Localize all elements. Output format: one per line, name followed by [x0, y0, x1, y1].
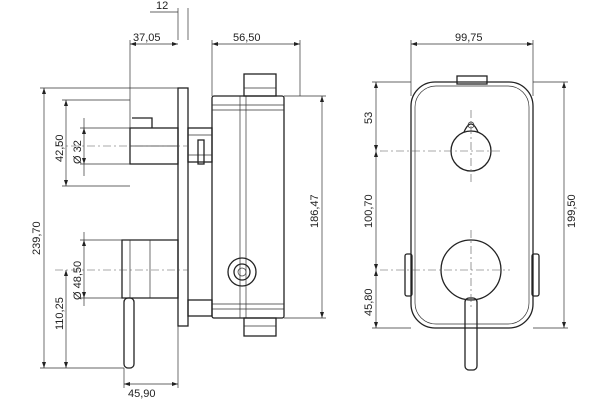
dim-body-depth: 56,50 [233, 32, 261, 44]
dim-bottom-depth: 45,90 [128, 388, 156, 400]
dim-center-spacing: 100,70 [363, 194, 375, 228]
body-outlet-icon [227, 257, 257, 287]
mixer-lever-front [464, 297, 478, 371]
dim-top-gap: 53 [363, 112, 375, 124]
dim-front-height: 199,50 [566, 194, 578, 228]
mixer-handle [121, 239, 179, 299]
dim-handle-dia: Ø 48,50 [72, 261, 84, 300]
bottom-pipe-stub [243, 317, 277, 337]
top-pipe-stub [243, 73, 277, 97]
dim-lever-dia: 42,50 [54, 134, 66, 162]
cover-plate [410, 81, 534, 329]
dim-top-offset: 12 [156, 0, 168, 12]
dim-front-width: 99,75 [455, 32, 483, 44]
dim-depth-overall: 37,05 [133, 32, 161, 44]
dim-lever-dia-label: Ø 32 [72, 140, 84, 164]
mixer-lever [123, 297, 135, 369]
wall-plate [177, 87, 189, 327]
dim-handle-height: 110,25 [54, 297, 66, 330]
side-view: 12 37,05 56,50 239,70 42,50 Ø [31, 0, 326, 400]
dim-bottom-gap: 45,80 [363, 288, 375, 316]
dim-total-height: 239,70 [31, 221, 43, 255]
front-view: 99,75 199,50 53 100,70 45,80 [363, 32, 578, 371]
dim-body-height: 186,47 [309, 194, 321, 228]
